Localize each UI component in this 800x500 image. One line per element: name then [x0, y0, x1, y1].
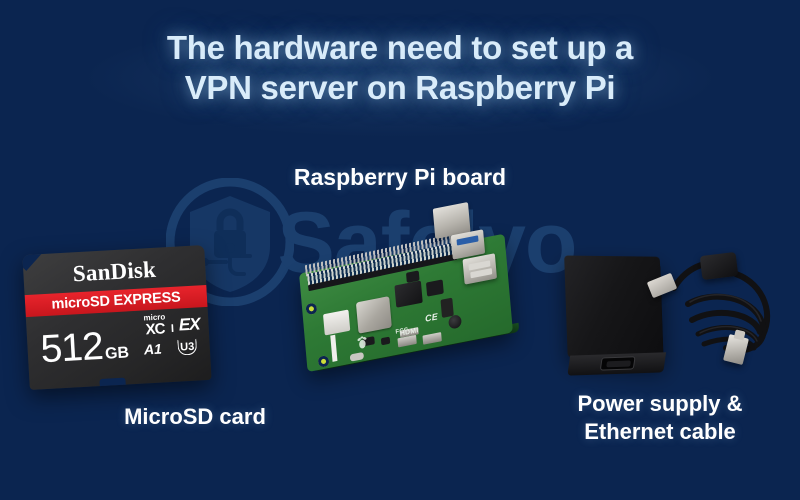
iec-socket-icon [599, 356, 636, 371]
microsd-xc-mark: micro XC [143, 312, 166, 339]
ferrite-bead [699, 251, 739, 281]
power-supply-image [557, 254, 673, 376]
microsd-format-marks: micro XC I EX [143, 311, 201, 339]
microsd-capacity-number: 512 [39, 324, 104, 372]
microsd-card-image: SanDisk microSD EXPRESS micro XC I EX 51… [22, 245, 212, 390]
soc-chip [355, 296, 392, 334]
microsd-capacity: 512 GB [39, 323, 129, 372]
microsd-card-body: SanDisk microSD EXPRESS micro XC I EX 51… [22, 245, 212, 390]
raspberry-logo-icon [357, 336, 367, 349]
microsd-notch [99, 377, 127, 390]
microsd-product-label: microSD EXPRESS [51, 289, 182, 313]
microsd-class-badges: A1 U3 [143, 338, 198, 358]
microsd-brand-label: SanDisk [72, 256, 157, 287]
raspberry-pi-board-image: CE FCC HDMI [272, 172, 534, 389]
microsd-app-class: A1 [143, 340, 163, 358]
ethernet-cable-image [646, 244, 796, 376]
cable-coil [671, 259, 771, 354]
caption-microsd-card: MicroSD card [124, 404, 266, 429]
microsd-format-class: XC [145, 320, 165, 339]
psu-top-face [564, 255, 664, 363]
microsd-capacity-unit: GB [104, 344, 130, 363]
caption-raspberry-pi-board: Raspberry Pi board [293, 164, 507, 190]
microsd-uhs-class: U3 [177, 338, 198, 356]
microsd-express-mark: EX [178, 314, 201, 335]
caption-power-supply-ethernet: Power supply & Ethernet cable [577, 391, 743, 444]
microsd-speed-roman: I [170, 322, 175, 335]
page-title: The hardware need to set up a VPN server… [166, 29, 634, 106]
